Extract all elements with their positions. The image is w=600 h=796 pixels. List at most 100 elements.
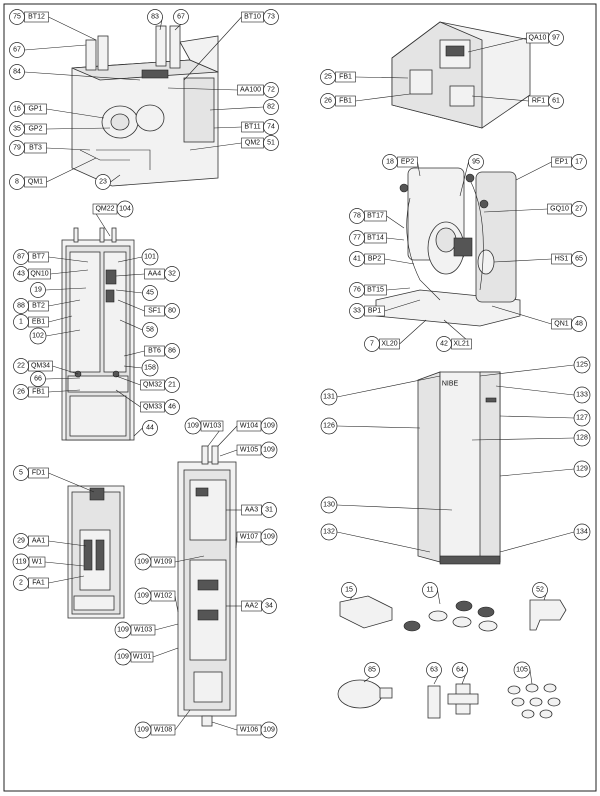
callout-number: 78 (353, 213, 361, 220)
callout-number: 22 (17, 363, 25, 370)
callout-number: 109 (263, 727, 275, 734)
callout-number-circle (261, 598, 277, 614)
callout-number: 127 (576, 415, 588, 422)
callout-code: AA100 (240, 87, 261, 94)
callout-number-circle (349, 251, 365, 267)
callout-c134: 134 (499, 523, 591, 553)
callout-number-circle (320, 496, 338, 514)
callout-number-circle (573, 460, 591, 478)
callout-number-circle (263, 119, 279, 135)
callout-c130: 130 (320, 496, 453, 514)
callout-number: 77 (353, 235, 361, 242)
leader-line (213, 126, 242, 129)
callout-number: 35 (13, 126, 21, 133)
callout-number-circle (320, 388, 338, 406)
callout-code: FB1 (339, 74, 352, 81)
callout-number-circle (571, 251, 587, 267)
callout-code: QN1 (554, 321, 569, 328)
callout-number: 42 (440, 341, 448, 348)
leader-line (483, 208, 548, 213)
callout-code: EP2 (401, 159, 414, 166)
callout-number: 109 (137, 593, 149, 600)
callout-number: 86 (168, 348, 176, 355)
callout-c158: 158 (123, 359, 159, 377)
leader-line (493, 258, 552, 263)
leader-line (44, 561, 85, 567)
leader-line (48, 315, 73, 323)
callout-number: 19 (34, 287, 42, 294)
leader-line (24, 71, 141, 81)
leader-line (386, 215, 405, 229)
callout-number-circle (349, 208, 365, 224)
leader-line (183, 16, 242, 81)
lower-front-drawing (67, 485, 125, 619)
callout-number: 105 (516, 667, 528, 674)
callout-number: 119 (15, 559, 26, 566)
callout-number: 63 (430, 667, 438, 674)
callout-number: 128 (576, 435, 588, 442)
callout-number: 134 (576, 529, 588, 536)
leader-line (117, 256, 143, 263)
callout-number-circle (436, 336, 452, 352)
callout-number: 87 (17, 254, 25, 261)
callout-number: 1 (19, 319, 23, 326)
callout-number: 83 (151, 14, 159, 21)
leader-line (115, 289, 143, 294)
callout-c66: 66 (30, 371, 81, 387)
callout-number-circle (571, 316, 587, 332)
callout-number-circle (349, 230, 365, 246)
leader-line (45, 329, 81, 337)
callout-number: 101 (144, 254, 156, 261)
callout-w106: W106 109 (211, 721, 278, 739)
callout-number: 85 (368, 667, 376, 674)
callout-number: 79 (13, 145, 21, 152)
callout-c95: 95 (459, 154, 484, 197)
leader-line (115, 389, 141, 408)
leader-line (48, 540, 87, 547)
callout-number-circle (173, 9, 189, 25)
callout-number-circle (320, 417, 338, 435)
leader-line (45, 287, 87, 291)
callout-number-circle (13, 249, 29, 265)
callout-number: 109 (187, 423, 199, 430)
leader-line (336, 425, 421, 429)
callout-code: QM2 (245, 140, 260, 147)
callout-number-circle (548, 93, 564, 109)
callout-number-circle (571, 201, 587, 217)
callout-c11: 11 (422, 582, 441, 605)
callout-number-circle (263, 99, 279, 115)
callout-c101: 101 (117, 248, 159, 266)
leader-line (48, 389, 81, 393)
callout-number-circle (116, 200, 134, 218)
callout-c67b: 67 (173, 9, 189, 31)
leader-line (48, 575, 85, 584)
callout-code: W107 (240, 534, 258, 541)
callout-code: W106 (240, 727, 258, 734)
callout-number: 45 (146, 290, 154, 297)
callout-number-circle (29, 327, 47, 345)
callout-c131: 131 (320, 375, 441, 406)
callout-number-circle (513, 661, 531, 679)
callout-code: GQ10 (550, 206, 569, 213)
callout-number: 109 (137, 559, 149, 566)
leader-line (386, 287, 411, 291)
callout-number-circle (164, 343, 180, 359)
callout-number-circle (30, 371, 46, 387)
callout-number-circle (13, 533, 29, 549)
callout-number: 26 (324, 98, 332, 105)
